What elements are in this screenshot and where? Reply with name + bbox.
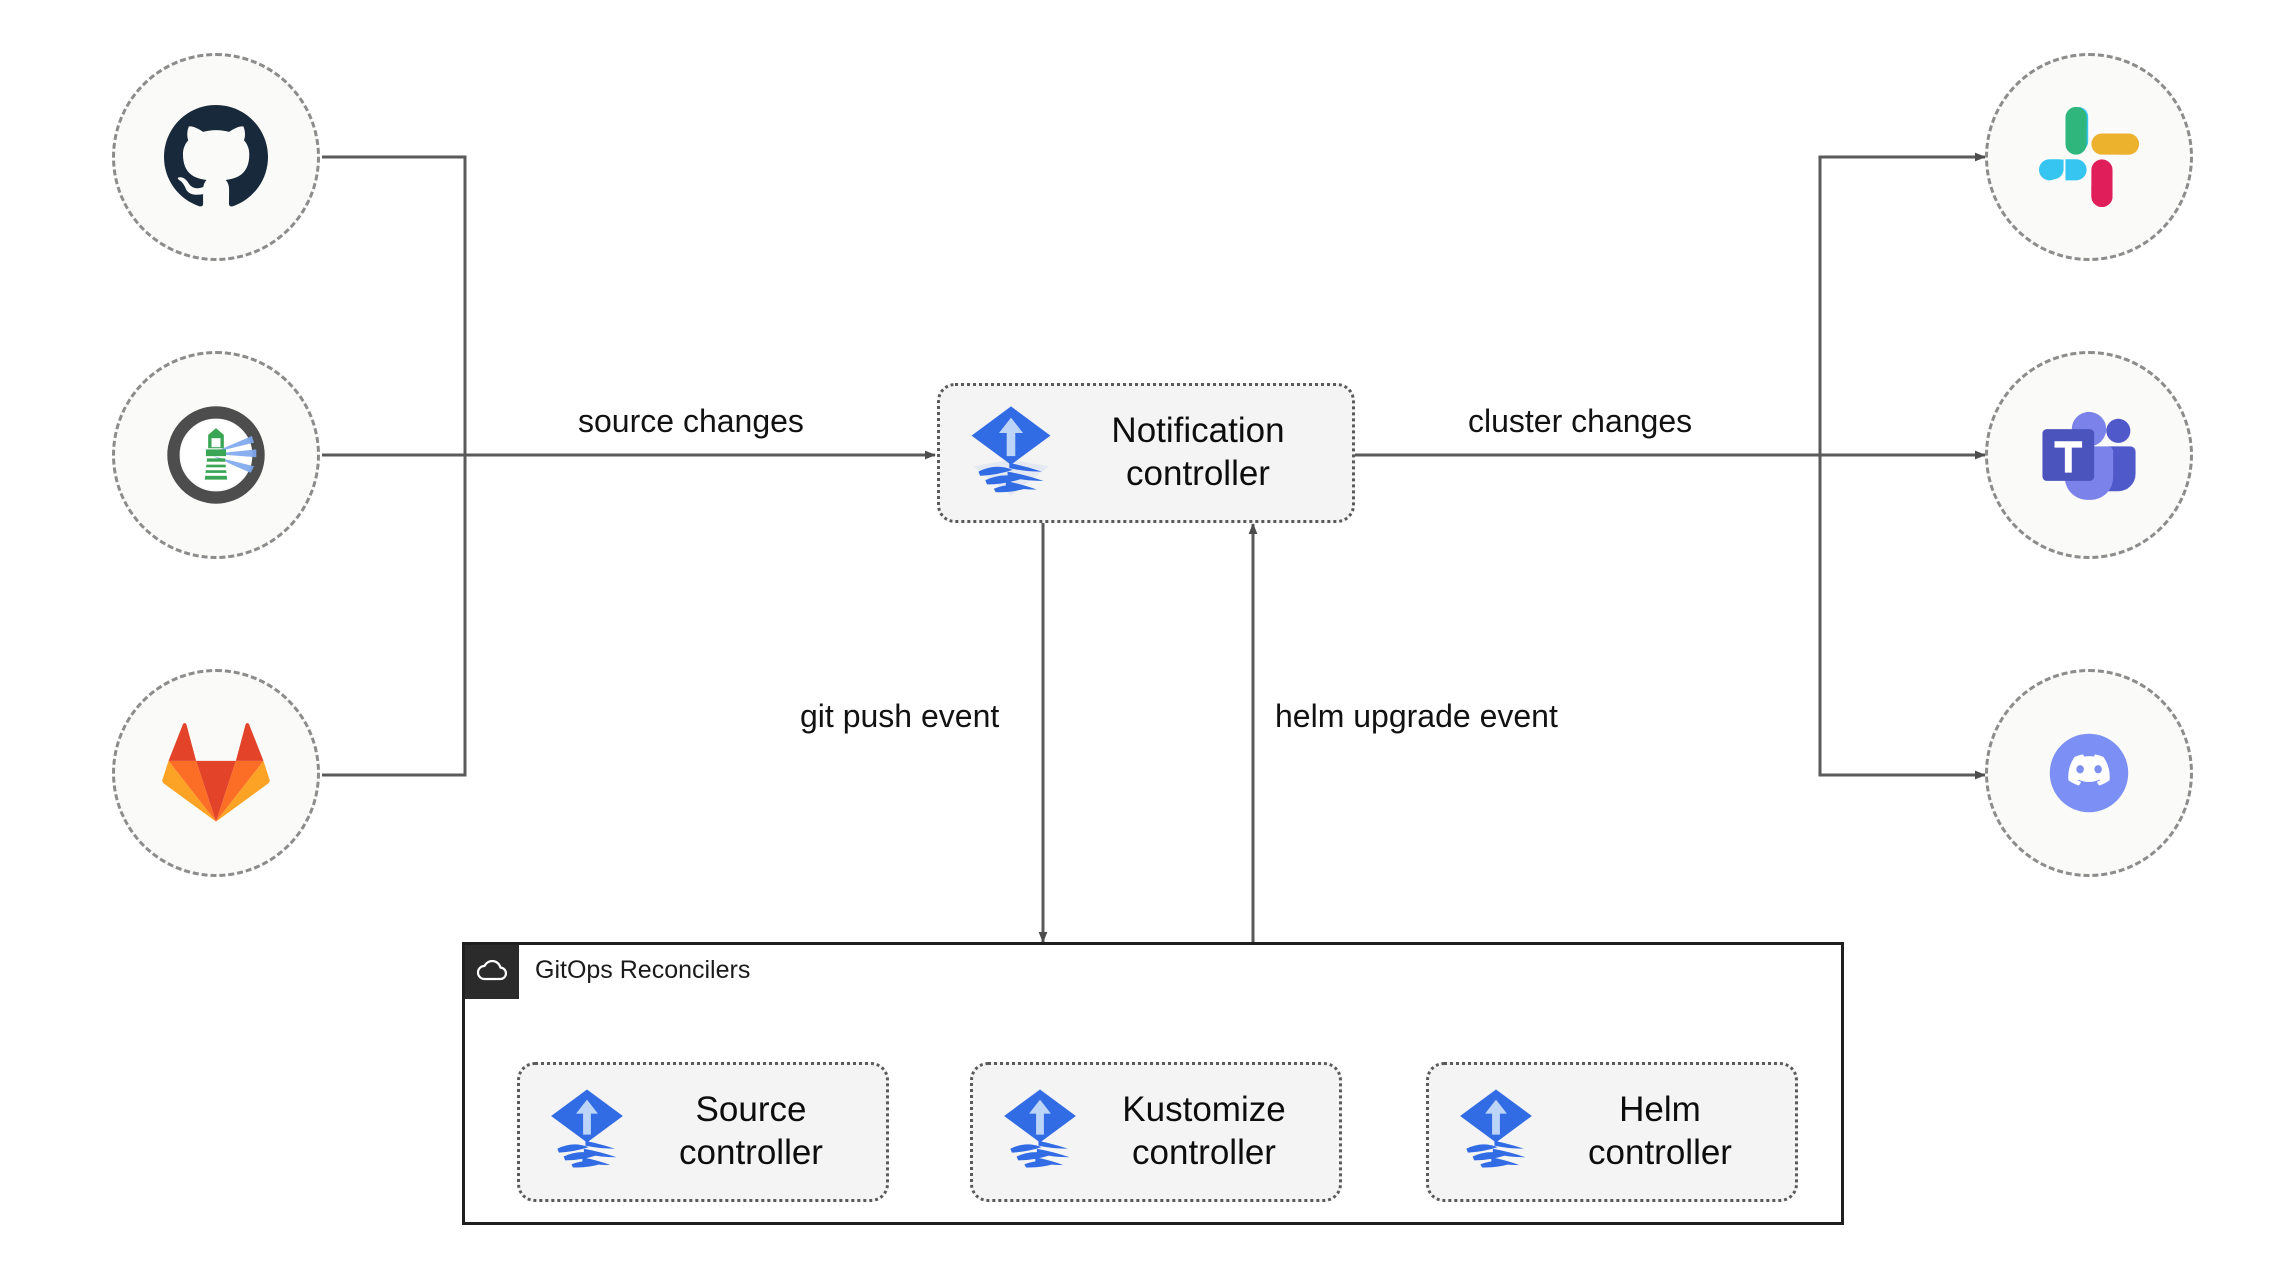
edge-label-helm-upgrade-event: helm upgrade event: [1275, 698, 1558, 734]
destination-endpoint-teams[interactable]: [1985, 351, 2193, 559]
discord-icon: [2049, 733, 2129, 813]
destination-endpoint-discord[interactable]: [1985, 669, 2193, 877]
source-controller-label: Source controller: [679, 1090, 823, 1172]
kustomize-controller-node[interactable]: Kustomize controller: [970, 1062, 1342, 1202]
edge-label-source-changes: source changes: [578, 403, 804, 439]
source-endpoint-gitlab[interactable]: [112, 669, 320, 877]
lighthouse-icon: [167, 406, 265, 504]
flux-icon: [548, 1086, 626, 1179]
teams-icon: [2042, 411, 2136, 500]
cloud-icon: [465, 945, 519, 999]
flux-icon: [968, 403, 1054, 504]
helm-controller-label: Helm controller: [1588, 1090, 1732, 1172]
source-controller-node[interactable]: Source controller: [517, 1062, 889, 1202]
destination-endpoint-slack[interactable]: [1985, 53, 2193, 261]
source-endpoint-flagger[interactable]: [112, 351, 320, 559]
notification-controller-node[interactable]: Notification controller: [937, 383, 1355, 523]
github-icon: [164, 105, 268, 207]
edge-label-cluster-changes: cluster changes: [1468, 403, 1693, 439]
slack-icon: [2039, 107, 2139, 207]
flux-icon: [1457, 1086, 1535, 1179]
edge-label-git-push-event: git push event: [800, 698, 1000, 734]
gitlab-icon: [162, 723, 270, 822]
gitops-reconcilers-container: GitOps Reconcilers Source controll: [462, 942, 1844, 1225]
kustomize-controller-label: Kustomize controller: [1122, 1090, 1286, 1172]
flux-icon: [1001, 1086, 1079, 1179]
gitops-reconcilers-title: GitOps Reconcilers: [535, 956, 751, 984]
notification-controller-label: Notification controller: [1111, 411, 1285, 493]
source-endpoint-github[interactable]: [112, 53, 320, 261]
helm-controller-node[interactable]: Helm controller: [1426, 1062, 1798, 1202]
